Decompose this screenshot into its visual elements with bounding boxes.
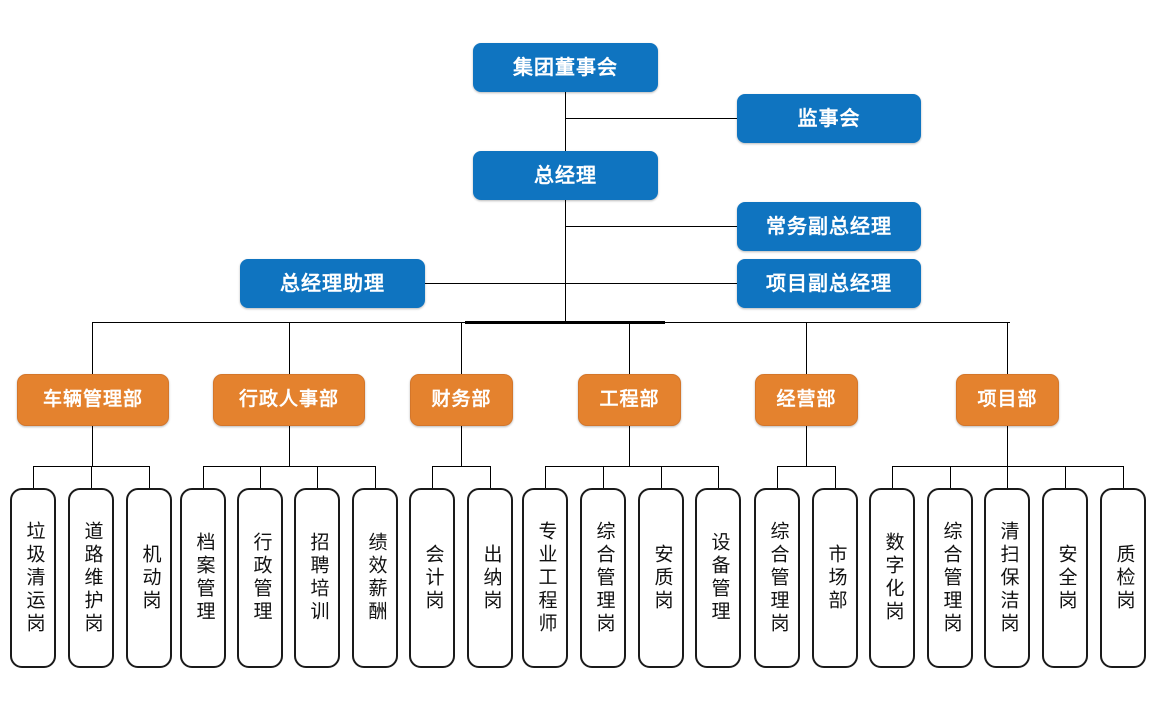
node-post-accounting[interactable]: 会计岗 [409, 488, 455, 668]
node-department-operations[interactable]: 经营部 [755, 374, 858, 426]
connector-post-drop [835, 466, 836, 488]
node-department-admin-hr[interactable]: 行政人事部 [213, 374, 365, 426]
node-post-performance-compensation[interactable]: 绩效薪酬 [352, 488, 398, 668]
node-post-waste-transport[interactable]: 垃圾清运岗 [10, 488, 56, 668]
connector-trunk-to-project-deputy [565, 283, 737, 284]
node-post-administration-management[interactable]: 行政管理 [237, 488, 283, 668]
node-post-safety-quality[interactable]: 安质岗 [638, 488, 684, 668]
connector-dept-5-stem [806, 426, 807, 466]
post-bus-dept-3 [432, 466, 490, 467]
connector-gm-trunk-to-supervisory [565, 118, 737, 119]
post-bus-dept-4 [545, 466, 718, 467]
connector-post-drop [375, 466, 376, 488]
connector-bus-to-dept-1 [92, 322, 93, 374]
connector-dept-6-stem [1007, 426, 1008, 466]
connector-post-drop [317, 466, 318, 488]
connector-post-drop [603, 466, 604, 488]
connector-post-drop [490, 466, 491, 488]
connector-gm-to-bus [565, 199, 566, 323]
connector-post-drop [892, 466, 893, 488]
node-post-cleaning-sanitation[interactable]: 清扫保洁岗 [984, 488, 1030, 668]
node-post-recruitment-training[interactable]: 招聘培训 [294, 488, 340, 668]
connector-post-drop [545, 466, 546, 488]
connector-post-drop [777, 466, 778, 488]
connector-post-drop [33, 466, 34, 488]
connector-dept-2-stem [289, 426, 290, 466]
node-board[interactable]: 集团董事会 [473, 43, 658, 92]
department-bus-highlight [465, 321, 665, 324]
node-post-cashier[interactable]: 出纳岗 [467, 488, 513, 668]
connector-dept-1-stem [92, 426, 93, 466]
node-post-archive-management[interactable]: 档案管理 [180, 488, 226, 668]
node-post-equipment-management[interactable]: 设备管理 [695, 488, 741, 668]
post-bus-dept-2 [203, 466, 375, 467]
node-department-vehicle-management[interactable]: 车辆管理部 [17, 374, 169, 426]
node-general-manager[interactable]: 总经理 [473, 151, 658, 200]
node-post-quality-inspection[interactable]: 质检岗 [1100, 488, 1146, 668]
connector-bus-to-dept-3 [461, 322, 462, 374]
node-post-marketing[interactable]: 市场部 [812, 488, 858, 668]
connector-bus-to-dept-2 [289, 322, 290, 374]
connector-trunk-to-executive-deputy [565, 226, 737, 227]
node-department-finance[interactable]: 财务部 [410, 374, 513, 426]
connector-post-drop [718, 466, 719, 488]
connector-post-drop [950, 466, 951, 488]
connector-post-drop [260, 466, 261, 488]
node-project-deputy-manager[interactable]: 项目副总经理 [737, 259, 921, 308]
node-post-professional-engineer[interactable]: 专业工程师 [522, 488, 568, 668]
connector-post-drop [91, 466, 92, 488]
connector-bus-to-dept-6 [1007, 322, 1008, 374]
connector-dept-3-stem [461, 426, 462, 466]
connector-post-drop [661, 466, 662, 488]
connector-trunk-to-gm-assistant [425, 283, 566, 284]
connector-bus-to-dept-5 [806, 322, 807, 374]
node-executive-deputy-manager[interactable]: 常务副总经理 [737, 202, 921, 251]
connector-post-drop [1007, 466, 1008, 488]
node-post-project-general-management[interactable]: 综合管理岗 [927, 488, 973, 668]
node-post-mobile-duty[interactable]: 机动岗 [126, 488, 172, 668]
node-post-operations-general-management[interactable]: 综合管理岗 [754, 488, 800, 668]
node-post-road-maintenance[interactable]: 道路维护岗 [68, 488, 114, 668]
post-bus-dept-5 [777, 466, 835, 467]
connector-post-drop [432, 466, 433, 488]
connector-post-drop [203, 466, 204, 488]
connector-dept-4-stem [629, 426, 630, 466]
node-post-engineering-general-management[interactable]: 综合管理岗 [580, 488, 626, 668]
node-department-project[interactable]: 项目部 [956, 374, 1059, 426]
node-department-engineering[interactable]: 工程部 [578, 374, 681, 426]
node-post-digitalization[interactable]: 数字化岗 [869, 488, 915, 668]
connector-post-drop [149, 466, 150, 488]
connector-post-drop [1123, 466, 1124, 488]
connector-board-to-gm [565, 91, 566, 151]
connector-bus-to-dept-4 [629, 322, 630, 374]
node-supervisory-board[interactable]: 监事会 [737, 94, 921, 143]
node-post-safety[interactable]: 安全岗 [1042, 488, 1088, 668]
connector-post-drop [1065, 466, 1066, 488]
node-gm-assistant[interactable]: 总经理助理 [240, 259, 425, 308]
